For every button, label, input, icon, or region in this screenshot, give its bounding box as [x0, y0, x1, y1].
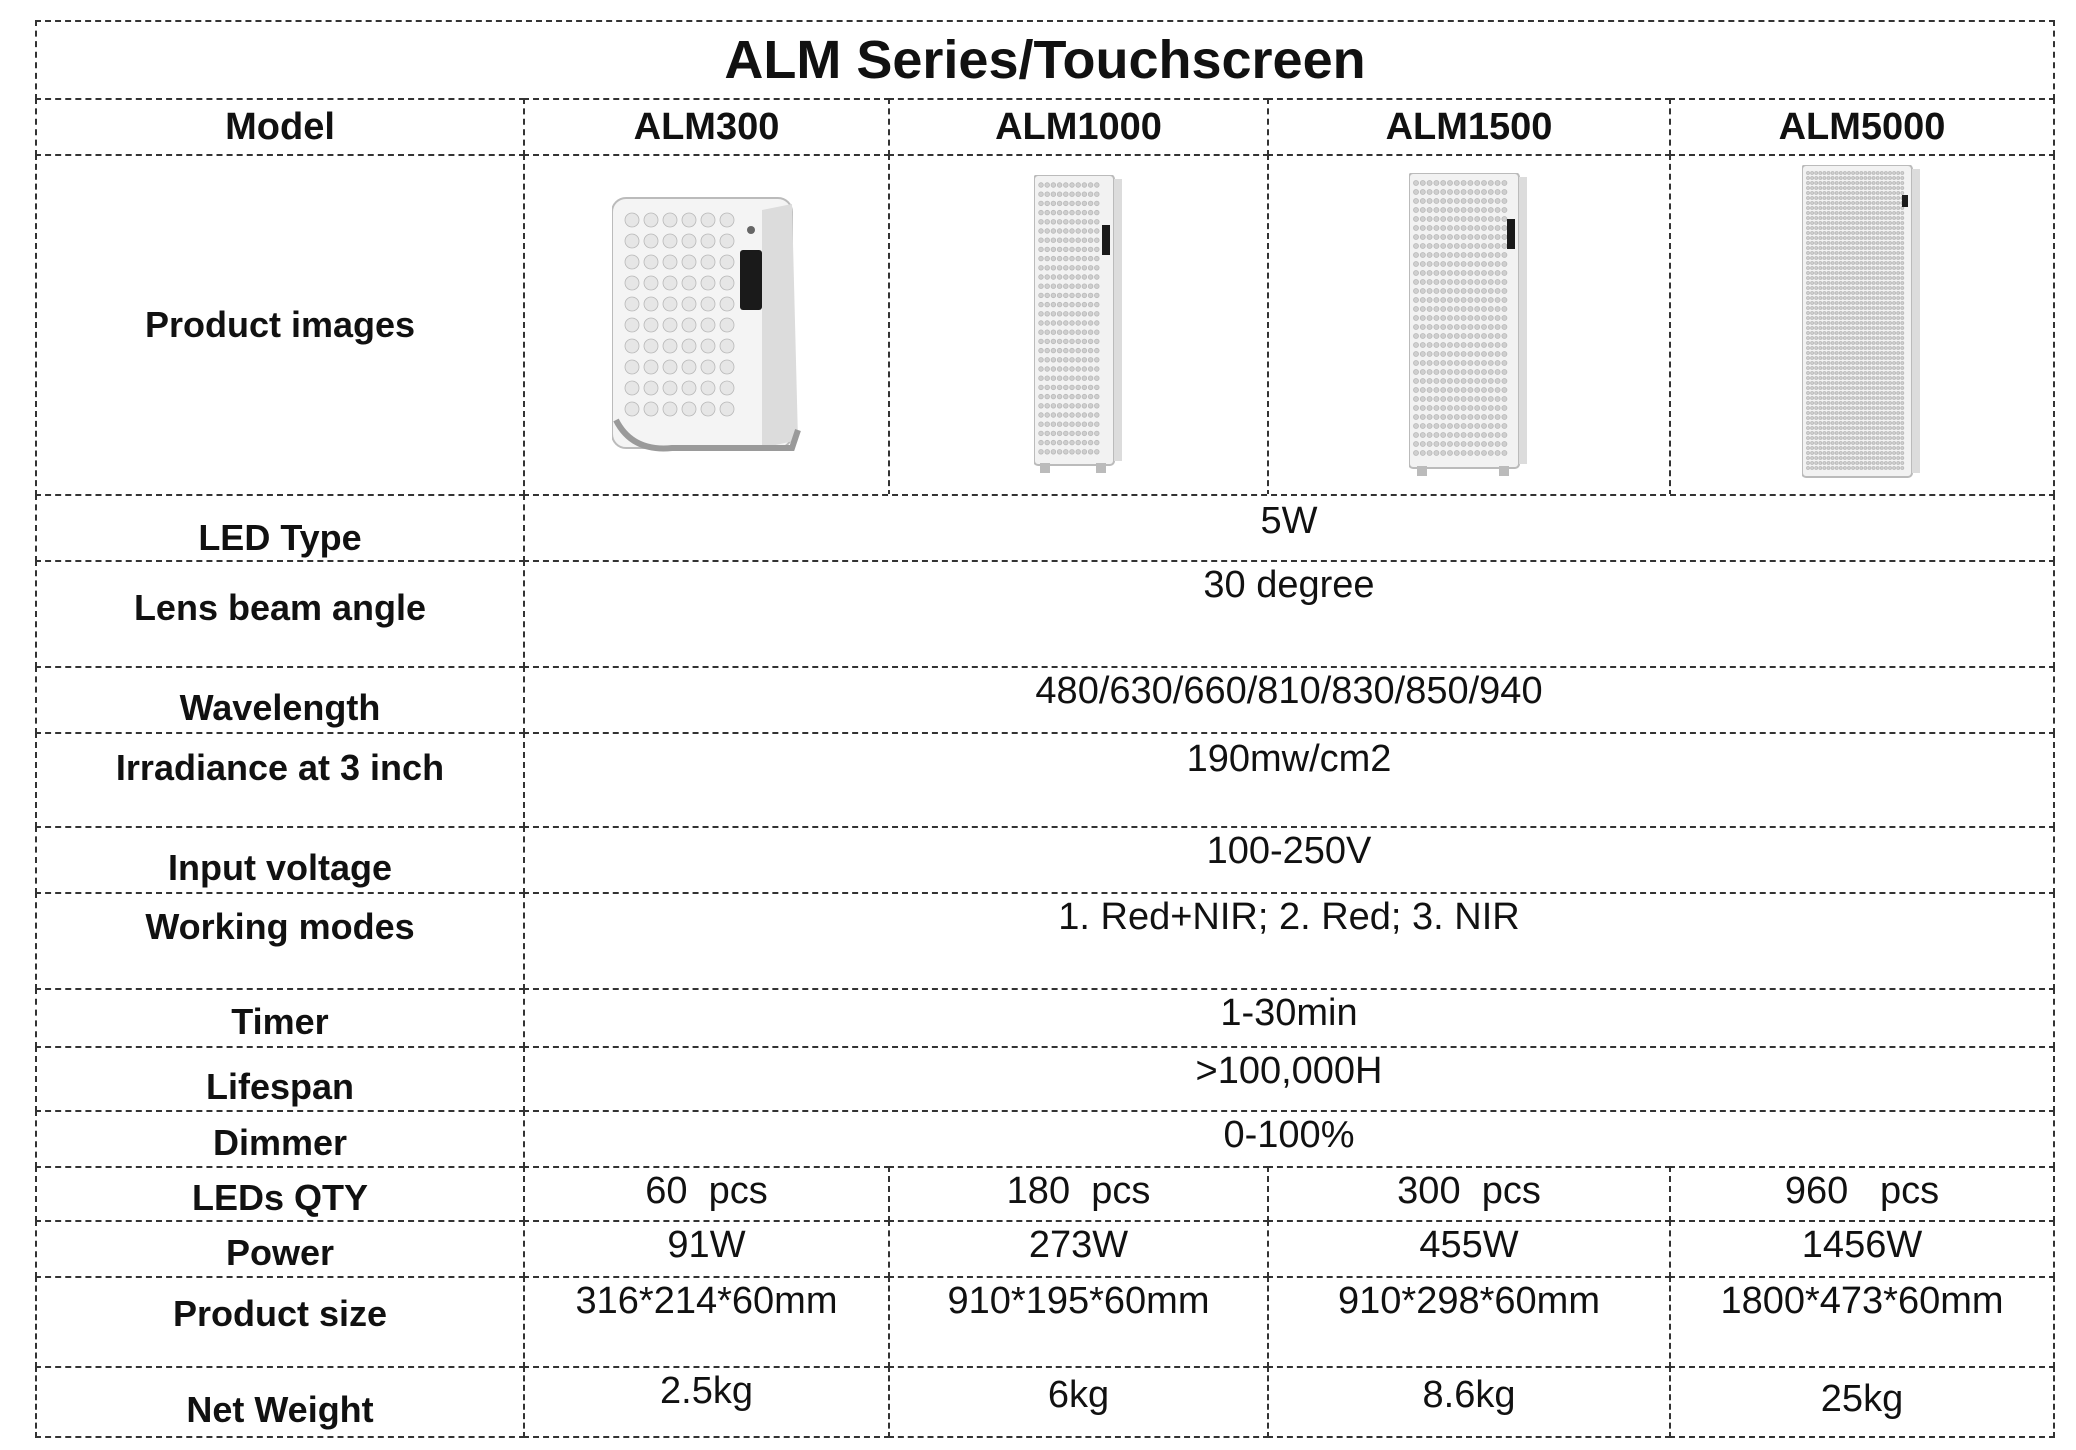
spec-label-dimmer: Dimmer — [35, 1110, 525, 1168]
spec-value-product-size-alm1500: 910*298*60mm — [1267, 1276, 1671, 1368]
spec-value-product-size-alm5000: 1800*473*60mm — [1669, 1276, 2055, 1368]
spec-label-irradiance: Irradiance at 3 inch — [35, 732, 525, 828]
model-header-label: Model — [35, 98, 525, 156]
spec-value-leds-qty-alm5000: 960 pcs — [1669, 1166, 2055, 1222]
product-image-alm300 — [523, 154, 890, 496]
spec-value-leds-qty-alm1000: 180 pcs — [888, 1166, 1269, 1222]
model-header-alm300: ALM300 — [523, 98, 890, 156]
spec-label-product-size: Product size — [35, 1276, 525, 1368]
spec-value-power-alm1000: 273W — [888, 1220, 1269, 1278]
product-image-alm5000 — [1669, 154, 2055, 496]
alm1500-panel-icon — [1409, 172, 1527, 476]
model-header-alm1000: ALM1000 — [888, 98, 1269, 156]
spec-value-wavelength: 480/630/660/810/830/850/940 — [523, 666, 2055, 734]
spec-value-power-alm300: 91W — [523, 1220, 890, 1278]
spec-label-working-modes: Working modes — [35, 892, 525, 990]
spec-value-power-alm1500: 455W — [1267, 1220, 1671, 1278]
spec-label-wavelength: Wavelength — [35, 666, 525, 734]
alm300-panel-icon — [611, 197, 801, 452]
spec-value-leds-qty-alm300: 60 pcs — [523, 1166, 890, 1222]
product-image-alm1500 — [1267, 154, 1671, 496]
spec-value-net-weight-alm5000: 25kg — [1669, 1366, 2055, 1438]
spec-value-product-size-alm300: 316*214*60mm — [523, 1276, 890, 1368]
spec-label-power: Power — [35, 1220, 525, 1278]
spec-value-net-weight-alm300: 2.5kg — [523, 1366, 890, 1438]
spec-label-timer: Timer — [35, 988, 525, 1048]
spec-value-leds-qty-alm1500: 300 pcs — [1267, 1166, 1671, 1222]
product-image-alm1000 — [888, 154, 1269, 496]
spec-label-lens-beam-angle: Lens beam angle — [35, 560, 525, 668]
spec-value-power-alm5000: 1456W — [1669, 1220, 2055, 1278]
spec-table: ALM Series/Touchscreen Model ALM300 ALM1… — [35, 20, 2055, 1438]
spec-label-lifespan: Lifespan — [35, 1046, 525, 1112]
spec-value-led-type: 5W — [523, 494, 2055, 562]
spec-value-input-voltage: 100-250V — [523, 826, 2055, 894]
product-images-label: Product images — [35, 154, 525, 496]
spec-value-lens-beam-angle: 30 degree — [523, 560, 2055, 668]
alm1000-panel-icon — [1033, 175, 1122, 473]
spec-label-input-voltage: Input voltage — [35, 826, 525, 894]
spec-value-irradiance: 190mw/cm2 — [523, 732, 2055, 828]
spec-value-working-modes: 1. Red+NIR; 2. Red; 3. NIR — [523, 892, 2055, 990]
spec-label-leds-qty: LEDs QTY — [35, 1166, 525, 1222]
spec-value-net-weight-alm1500: 8.6kg — [1267, 1366, 1671, 1438]
spec-label-led-type: LED Type — [35, 494, 525, 562]
alm5000-panel-icon — [1802, 165, 1920, 478]
spec-value-net-weight-alm1000: 6kg — [888, 1366, 1269, 1438]
table-title: ALM Series/Touchscreen — [35, 20, 2055, 100]
table-title-text: ALM Series/Touchscreen — [724, 30, 1366, 90]
spec-value-product-size-alm1000: 910*195*60mm — [888, 1276, 1269, 1368]
model-header-alm1500: ALM1500 — [1267, 98, 1671, 156]
spec-value-lifespan: >100,000H — [523, 1046, 2055, 1112]
model-header-alm5000: ALM5000 — [1669, 98, 2055, 156]
spec-value-dimmer: 0-100% — [523, 1110, 2055, 1168]
spec-label-net-weight: Net Weight — [35, 1366, 525, 1438]
spec-value-timer: 1-30min — [523, 988, 2055, 1048]
